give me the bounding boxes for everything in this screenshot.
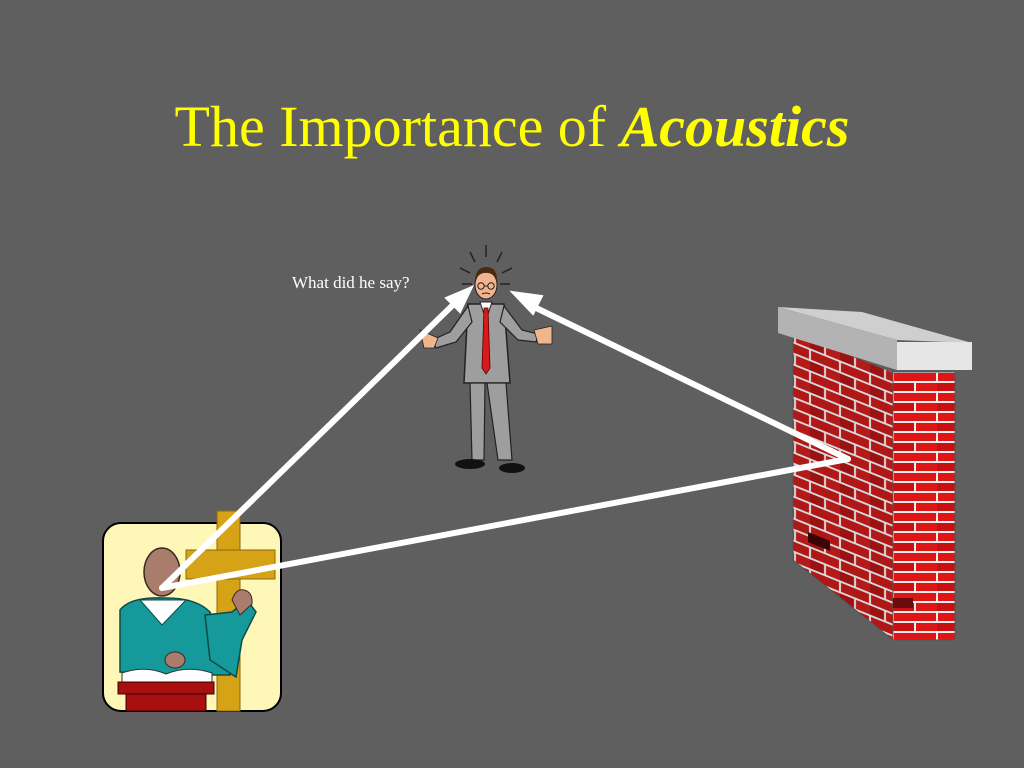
listener-caption: What did he say?	[292, 273, 410, 292]
title-plain: The Importance of	[174, 94, 621, 159]
direct-sound-arrow	[159, 285, 475, 591]
slide-title: The Importance of Acoustics	[0, 98, 1024, 156]
sound-paths	[159, 285, 851, 591]
incident-sound-arrow	[159, 456, 851, 591]
brick-wall-icon	[778, 307, 972, 642]
title-emphasis: Acoustics	[620, 94, 850, 159]
preacher-icon	[102, 510, 282, 712]
reflected-sound-arrow	[509, 290, 851, 462]
confused-listener-icon	[419, 245, 553, 473]
